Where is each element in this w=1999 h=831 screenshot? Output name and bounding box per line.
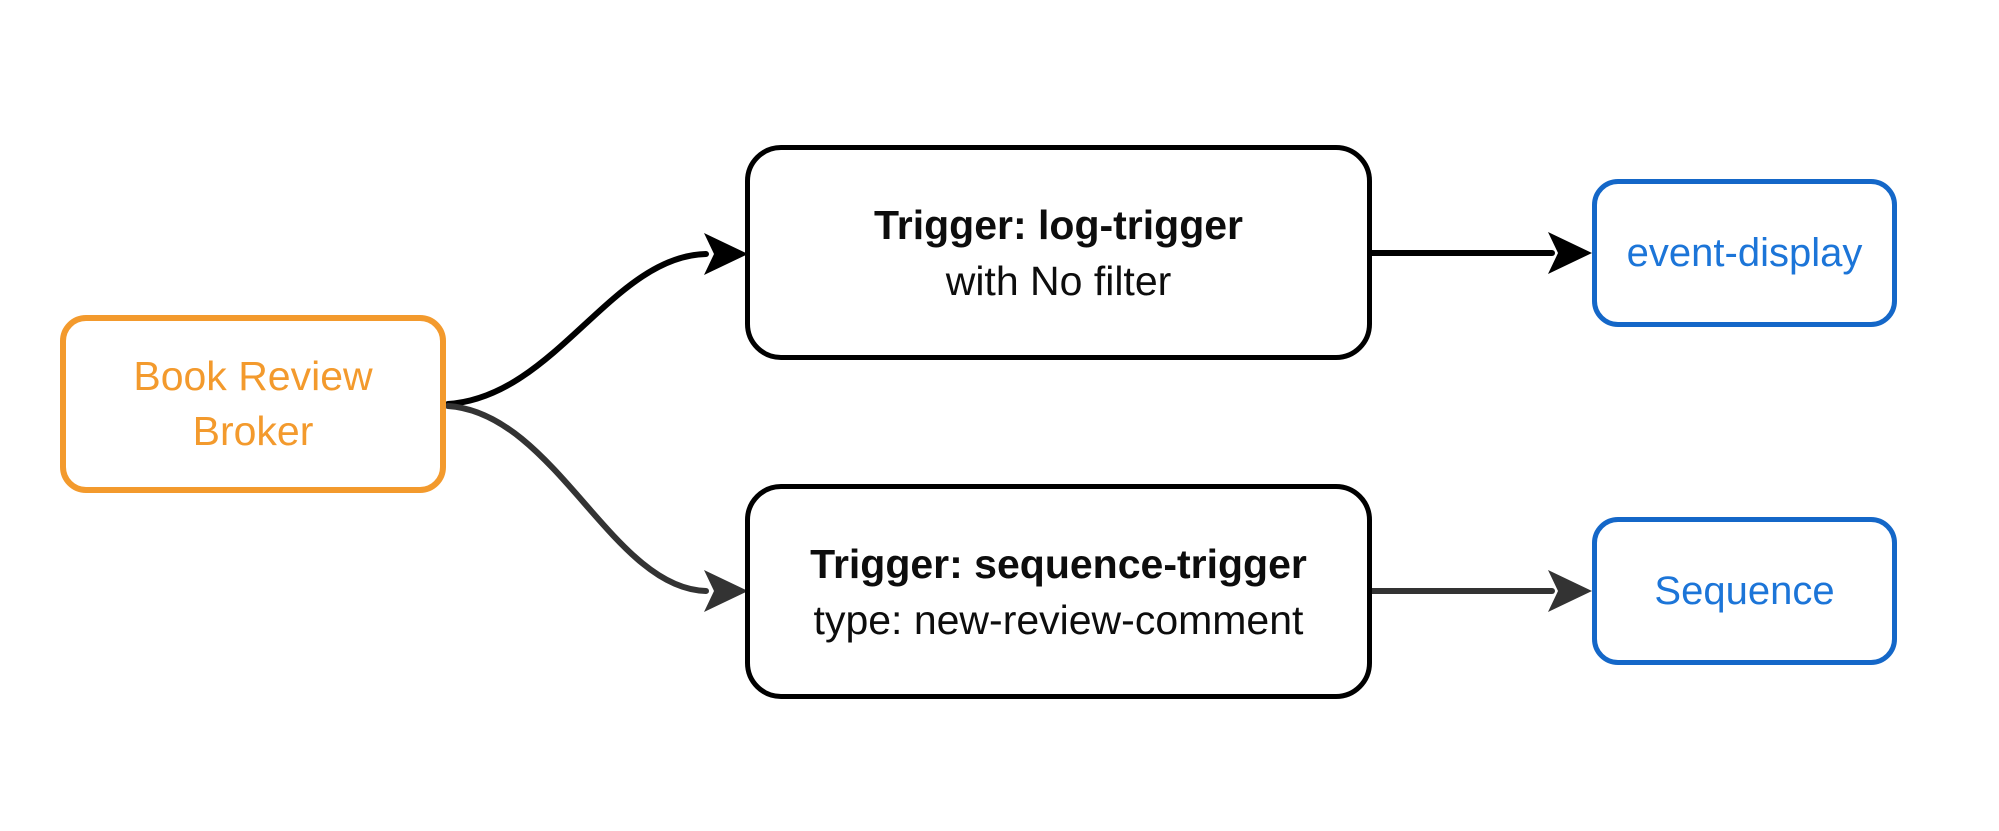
node-label: event-display xyxy=(1626,231,1863,275)
node-title: Trigger: sequence-trigger xyxy=(810,540,1307,587)
node-label: Sequence xyxy=(1654,569,1835,613)
edge-broker-to-log-trigger xyxy=(445,251,709,407)
arrowhead-icon xyxy=(704,233,748,275)
edge-broker-to-sequence-trigger xyxy=(445,403,709,594)
node-event-display: event-display xyxy=(1592,179,1897,327)
node-subtitle: with No filter xyxy=(945,257,1172,304)
node-label: Book Review xyxy=(133,353,373,399)
node-book-review-broker: Book Review Broker xyxy=(60,315,446,493)
node-log-trigger: Trigger: log-trigger with No filter xyxy=(745,145,1372,360)
node-sequence: Sequence xyxy=(1592,517,1897,665)
node-subtitle: type: new-review-comment xyxy=(813,596,1304,643)
node-label: Broker xyxy=(192,408,314,454)
node-sequence-trigger: Trigger: sequence-trigger type: new-revi… xyxy=(745,484,1372,699)
arrowhead-icon xyxy=(1548,232,1592,274)
node-title: Trigger: log-trigger xyxy=(874,201,1243,248)
arrowhead-icon xyxy=(1548,570,1592,612)
arrowhead-icon xyxy=(704,570,748,612)
